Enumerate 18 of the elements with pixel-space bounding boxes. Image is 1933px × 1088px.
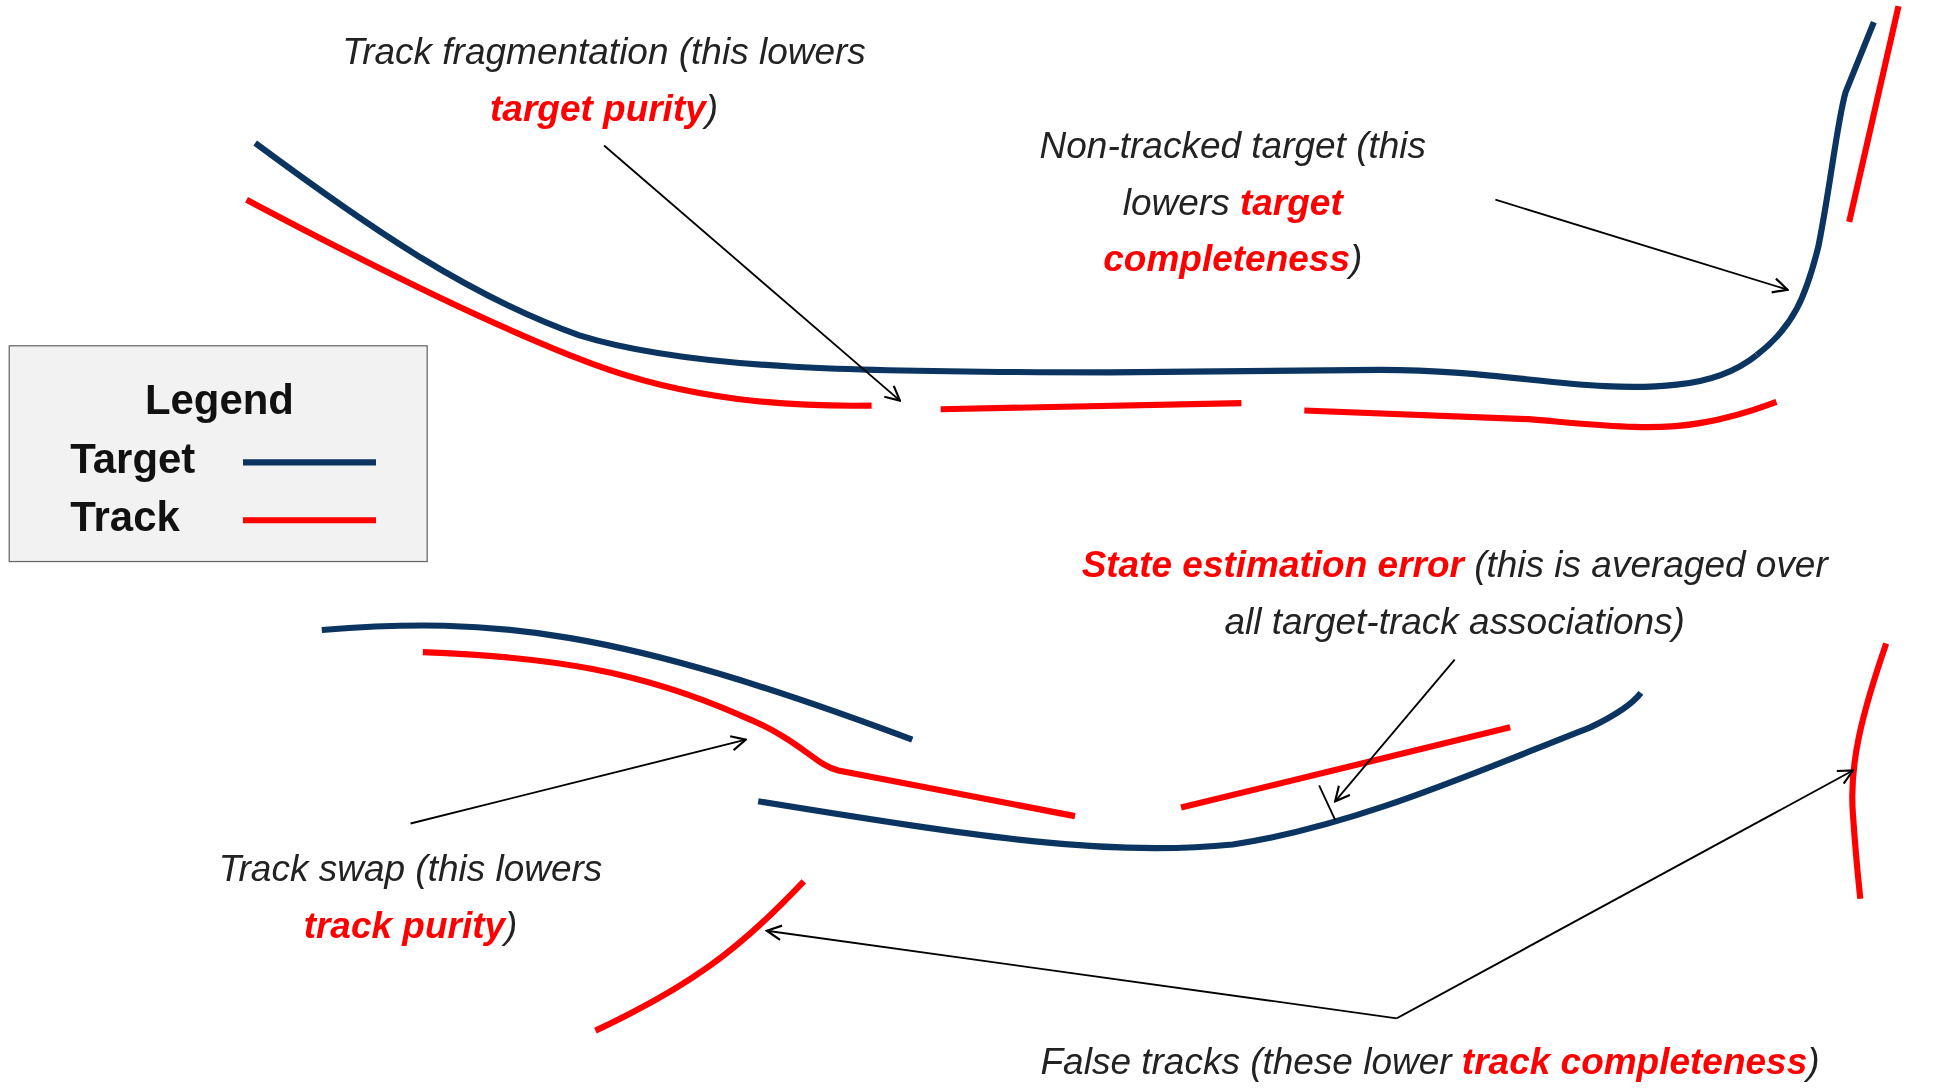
leader-line bbox=[1334, 658, 1456, 803]
annotation-text: Non-tracked target (this lowers target completeness) bbox=[1017, 117, 1449, 288]
target-line bbox=[1754, 21, 1877, 358]
annotation-text: Track fragmentation (this lowers target purity) bbox=[326, 23, 882, 137]
leader-line bbox=[765, 924, 1398, 1020]
legend-label: Target bbox=[70, 435, 196, 484]
leader-line bbox=[1494, 198, 1789, 294]
legend-label: Track bbox=[70, 493, 180, 542]
annotation-text: State estimation error (this is averaged over all target-track associations) bbox=[1066, 536, 1844, 650]
leader-line bbox=[409, 735, 747, 825]
false-track-line bbox=[594, 879, 806, 1034]
legend-title: Legend bbox=[143, 376, 295, 425]
false-track-line bbox=[1849, 642, 1890, 900]
annotation-text: False tracks (these lower track completeness) bbox=[936, 1033, 1924, 1088]
leader-line bbox=[1395, 769, 1854, 1020]
track-line bbox=[422, 649, 1076, 820]
leader-line bbox=[603, 144, 901, 402]
annotation-text: Track swap (this lowers track purity) bbox=[200, 840, 621, 955]
